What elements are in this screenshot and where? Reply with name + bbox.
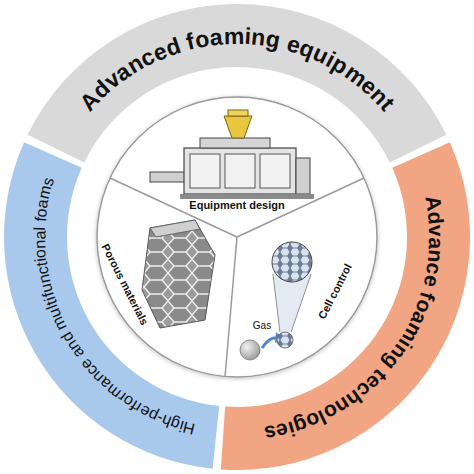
ring-letter: d: [424, 210, 446, 225]
drawing-part: [272, 242, 312, 282]
ring-letter: m: [223, 25, 244, 48]
drawing-part: [225, 154, 255, 188]
gas-label: Gas: [253, 320, 271, 332]
ring-letter: A: [422, 194, 445, 213]
drawing-part: [277, 332, 293, 348]
drawing-part: [260, 154, 290, 188]
foaming-machine: [150, 110, 314, 199]
ring-letter: v: [426, 225, 447, 237]
ring-letter: [32, 221, 48, 226]
inner-circle: [97, 97, 377, 377]
drawing-part: [142, 220, 215, 328]
ring-letter: o: [193, 27, 211, 52]
ring-letter: o: [32, 248, 49, 258]
drawing-part: [190, 154, 220, 188]
drawing-part: [180, 194, 314, 199]
drawing-part: [150, 220, 200, 237]
sector-divider: [225, 237, 237, 377]
drawing-part: [273, 274, 311, 332]
drawing-part: [240, 340, 260, 360]
sector-label: Equipment design: [189, 199, 284, 212]
drawing-part: [200, 138, 270, 148]
ring-band: [221, 142, 470, 470]
ring-letter: g: [264, 27, 282, 52]
ring-letter: n: [32, 239, 48, 248]
ring-letter: n: [425, 249, 447, 264]
cell-control-figure: [240, 242, 312, 360]
drawing-part: [184, 148, 296, 194]
porous-foam-block: [142, 220, 215, 328]
drawing-part: [296, 158, 310, 194]
drawing-part: [224, 116, 252, 138]
ring-band: [4, 142, 219, 468]
ring-letter: a: [208, 25, 223, 49]
drawing-part: [150, 172, 186, 182]
ring-letter: l: [32, 226, 48, 230]
sector-region: Equipment design: [189, 199, 284, 212]
ring-letter: a: [426, 237, 447, 249]
ring-band: [28, 4, 447, 162]
drawing-part: [228, 110, 248, 116]
ring-letter: a: [32, 230, 48, 239]
